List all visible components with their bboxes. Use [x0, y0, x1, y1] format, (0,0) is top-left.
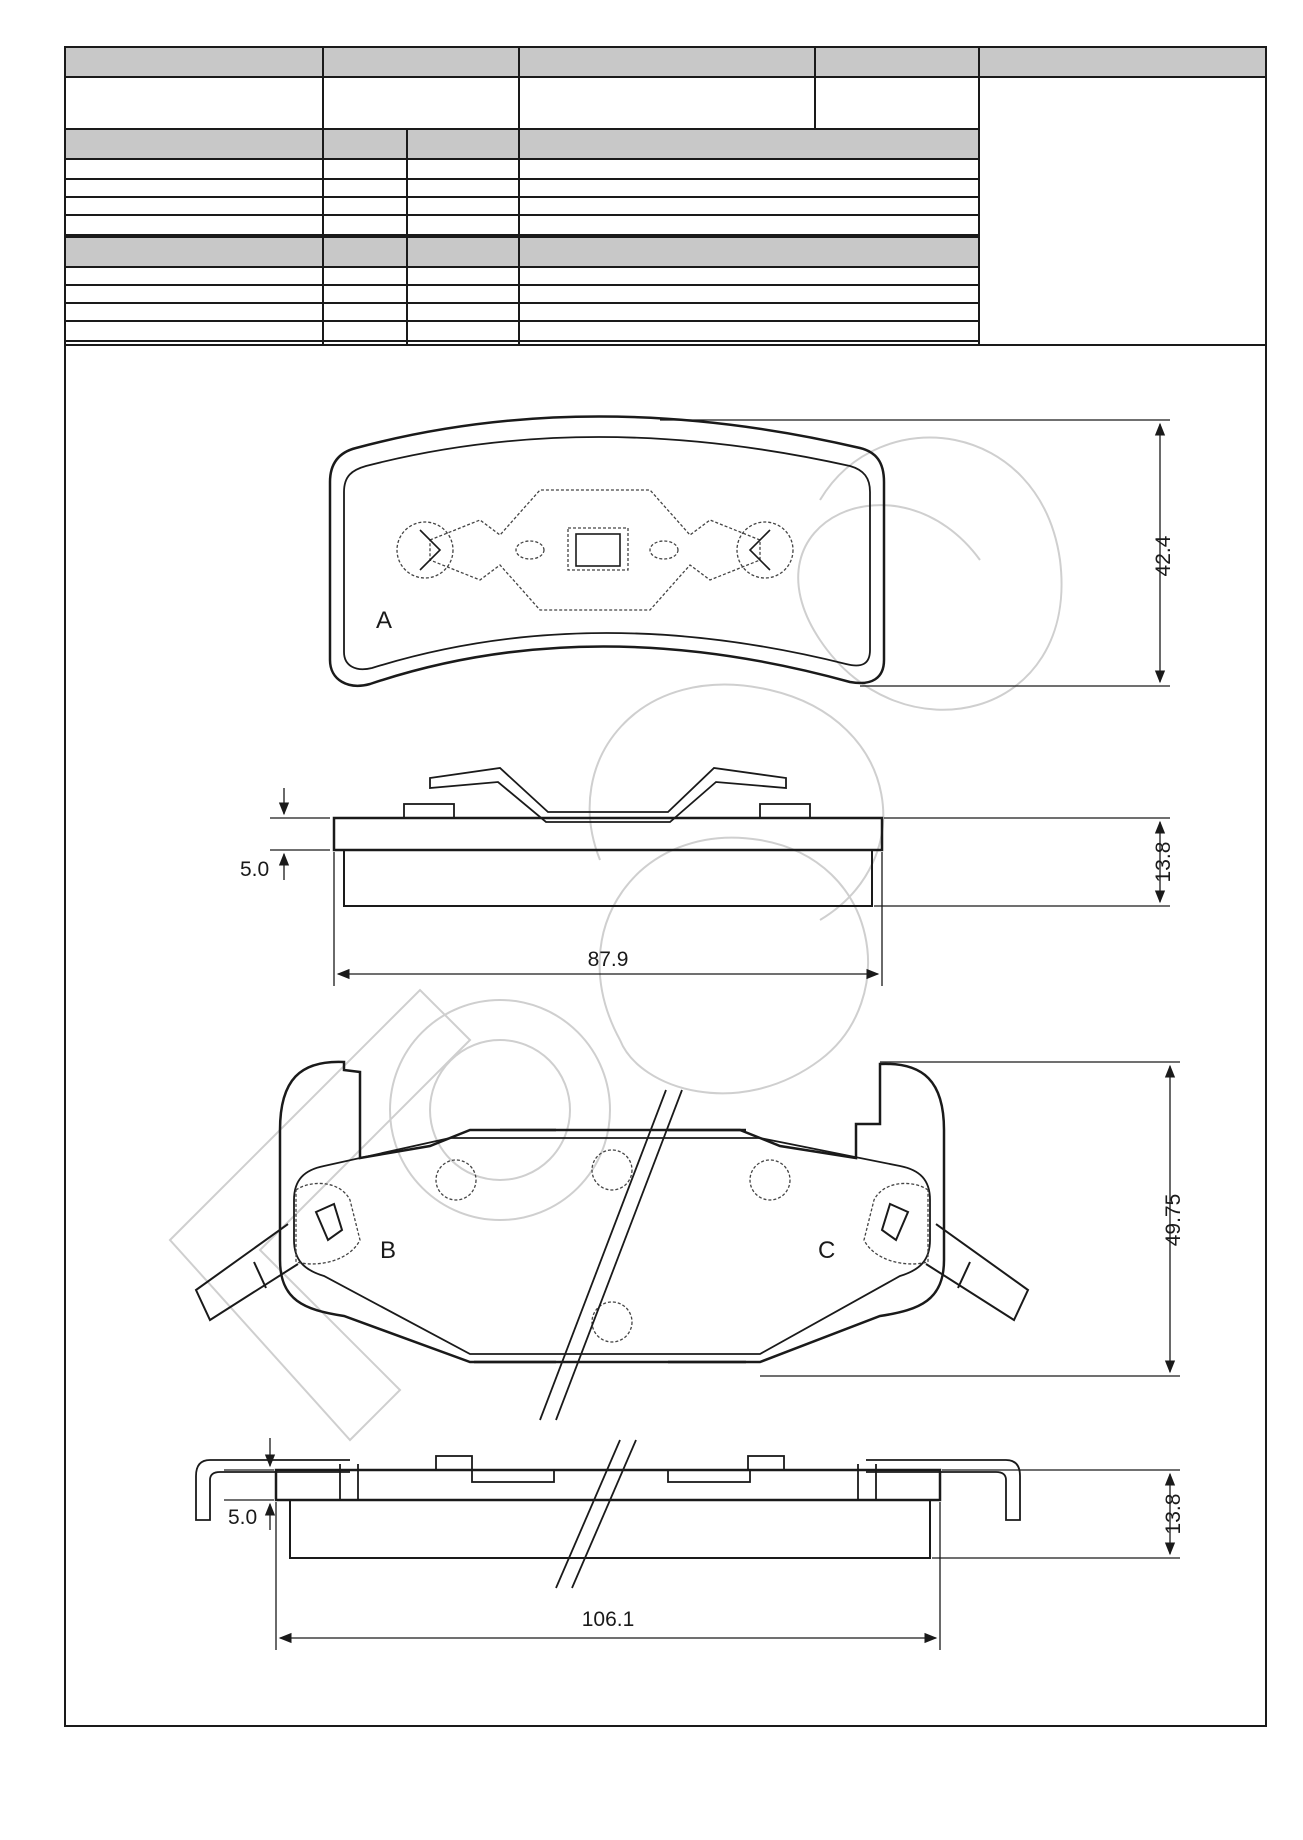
table-col-line [978, 48, 980, 344]
dim-bc-thickness-value: 13.8 [1162, 1494, 1185, 1535]
drawing-frame [64, 46, 1267, 1727]
pad-a-label: A [376, 607, 392, 634]
pad-bc-tabs [194, 1202, 1030, 1322]
pad-bc-side-view [195, 1455, 1021, 1559]
dim-a-thickness-value: 13.8 [1152, 842, 1175, 883]
dim-a-thickness [874, 817, 1170, 907]
dim-a-shim [270, 788, 330, 880]
table-line [66, 178, 980, 180]
dim-a-width-value: 87.9 [588, 948, 629, 971]
table-col-line [322, 48, 324, 344]
section1-header-row [66, 128, 980, 160]
pad-a-clip-details [419, 529, 771, 571]
table-line [66, 214, 980, 216]
dim-bc-shim-value: 5.0 [228, 1506, 257, 1529]
pad-a-side-view [332, 767, 884, 907]
table-line [66, 234, 980, 236]
dim-bc-thickness [932, 1469, 1180, 1559]
dim-bc-height-value: 49.75 [1162, 1194, 1185, 1247]
pad-bc-dotted-ears [295, 1149, 929, 1343]
dim-bc-width-value: 106.1 [582, 1608, 635, 1631]
pad-a-clip-outline [396, 489, 794, 611]
table-line [66, 284, 980, 286]
dim-a-height [660, 419, 1170, 687]
pad-c-label: C [818, 1237, 835, 1264]
dim-bc-height [760, 1061, 1180, 1377]
dim-bc-width [275, 1502, 941, 1650]
watermark-logo [168, 436, 1063, 1442]
table-line [66, 302, 980, 304]
table-bottom-line [66, 344, 1265, 346]
table-line [66, 340, 980, 342]
pad-bc-face-view [278, 1060, 946, 1364]
table-line [66, 320, 980, 322]
dim-a-width [333, 852, 883, 986]
table-header-row [66, 48, 1265, 78]
table-line [66, 196, 980, 198]
table-col-line [814, 48, 816, 130]
dim-a-shim-value: 5.0 [240, 858, 269, 881]
section2-header-row [66, 236, 980, 268]
dim-bc-shim [224, 1438, 276, 1530]
pad-b-label: B [380, 1237, 396, 1264]
break-lines-bc [539, 1089, 683, 1589]
pad-a-face-view [328, 415, 886, 687]
table-col-line [518, 48, 520, 344]
dim-a-height-value: 42.4 [1152, 535, 1175, 576]
table-col-line [406, 128, 408, 344]
